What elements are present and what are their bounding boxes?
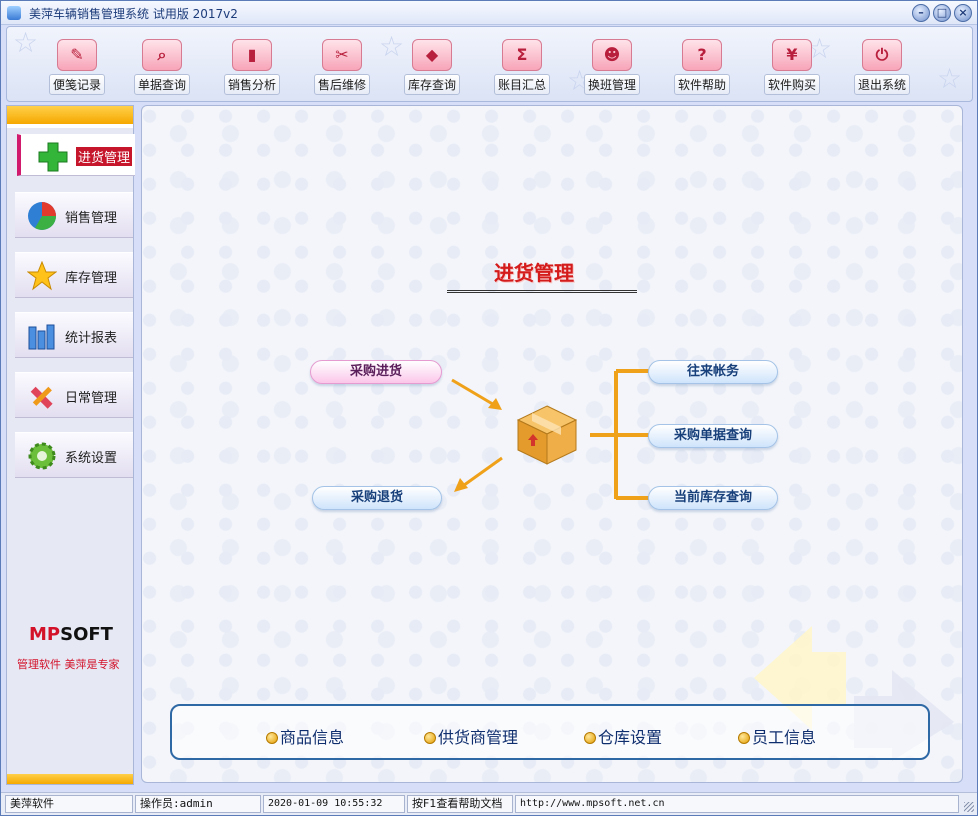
toolbar-stock-query-button[interactable]: ◆ 库存查询 [404,39,460,95]
bracket-connector [616,496,650,500]
status-company: 美萍软件 [5,795,133,813]
title-bar[interactable]: 美萍车辆销售管理系统 试用版 2017v2 – □ × [1,1,977,25]
sidebar-item-sales[interactable]: 销售管理 [15,192,133,238]
sidebar-item-reports[interactable]: 统计报表 [15,312,133,358]
toolbar-shift-button[interactable]: ☻ 换班管理 [584,39,640,95]
pie-chart-icon [27,201,57,231]
toolbar-note-button[interactable]: ✎ 便笺记录 [49,39,105,95]
purchase-return-button[interactable]: 采购退货 [312,486,442,510]
sidebar-item-settings[interactable]: 系统设置 [15,432,133,478]
window-title: 美萍车辆销售管理系统 试用版 2017v2 [29,7,238,21]
toolbar-buy-button[interactable]: ¥ 软件购买 [764,39,820,95]
toolbar-accounts-button[interactable]: Σ 账目汇总 [494,39,550,95]
minimize-icon[interactable]: – [912,4,930,22]
app-icon [7,6,21,20]
star-decoration-icon: ☆ [13,26,39,59]
purchase-bill-query-button[interactable]: 采购单据查询 [648,424,778,448]
page-title: 进货管理 [494,261,574,285]
bullet-icon [266,732,278,744]
quick-link-staff[interactable]: 员工信息 [738,724,816,748]
status-bar: 美萍软件 操作员:admin 2020-01-09 10:55:32 按F1查看… [1,792,977,815]
star-decoration-icon: ☆ [937,62,963,95]
main-panel: 进货管理 采购进货 采购退货 往来帐务 采购单据查询 当前库存查询 [141,105,963,783]
power-icon: ⏻ [862,39,902,71]
title-underline [447,290,637,293]
bracket-connector [616,369,650,373]
bullet-icon [424,732,436,744]
bar-chart-icon: ▮ [232,39,272,71]
sidebar-item-inventory[interactable]: 库存管理 [15,252,133,298]
sidebar-item-daily[interactable]: 日常管理 [15,372,133,418]
arrow-out-icon [454,456,503,492]
toolbar-bill-query-button[interactable]: ⌕ 单据查询 [134,39,190,95]
bullet-icon [738,732,750,744]
package-box-icon [516,405,578,465]
slogan: 管理软件 美萍是专家 [17,658,120,671]
boxes-icon: ◆ [412,39,452,71]
sidebar: 进货管理 销售管理 库存管理 统计报表 日常管理 [6,105,135,785]
toolbar-exit-button[interactable]: ⏻ 退出系统 [854,39,910,95]
bullet-icon [584,732,596,744]
status-operator: 操作员:admin [135,795,261,813]
toolbar-help-button[interactable]: ? 软件帮助 [674,39,730,95]
close-icon[interactable]: × [954,4,972,22]
yen-icon: ¥ [772,39,812,71]
question-icon: ? [682,39,722,71]
green-plus-icon [37,141,68,172]
status-datetime: 2020-01-09 10:55:32 [263,795,405,813]
magnifier-icon: ⌕ [142,39,182,71]
sidebar-top-strip [7,106,133,128]
quick-links-bar: 商品信息 供货商管理 仓库设置 员工信息 [170,704,930,760]
resize-grip-icon[interactable] [964,802,974,812]
accounts-button[interactable]: 往来帐务 [648,360,778,384]
bracket-connector [616,433,650,437]
toolbar-sales-analysis-button[interactable]: ▮ 销售分析 [224,39,280,95]
sidebar-item-purchase[interactable]: 进货管理 [17,134,135,176]
sidebar-bottom-strip [7,774,133,784]
quick-link-warehouse[interactable]: 仓库设置 [584,724,662,748]
status-help: 按F1查看帮助文档 [407,795,513,813]
sigma-icon: Σ [502,39,542,71]
bracket-connector [590,433,616,437]
main-toolbar: ☆ ☆ ☆ ☆ ☆ ✎ 便笺记录 ⌕ 单据查询 ▮ 销售分析 ✂ 售后维修 ◆ … [6,26,973,102]
purchase-in-button[interactable]: 采购进货 [310,360,442,384]
users-icon: ☻ [592,39,632,71]
maximize-icon[interactable]: □ [933,4,951,22]
mpsoft-logo: MPSOFT [29,624,113,645]
current-stock-query-button[interactable]: 当前库存查询 [648,486,778,510]
status-url: http://www.mpsoft.net.cn [515,795,959,813]
quick-link-goods[interactable]: 商品信息 [266,724,344,748]
quick-link-supplier[interactable]: 供货商管理 [424,724,518,748]
star-decoration-icon: ☆ [379,30,405,63]
toolbar-repair-button[interactable]: ✂ 售后维修 [314,39,370,95]
tools-icon [27,381,57,411]
star-icon [26,260,58,291]
arrow-in-icon [451,378,502,410]
report-bars-icon [27,321,57,351]
gear-icon [27,441,57,471]
screwdriver-icon: ✂ [322,39,362,71]
note-icon: ✎ [57,39,97,71]
